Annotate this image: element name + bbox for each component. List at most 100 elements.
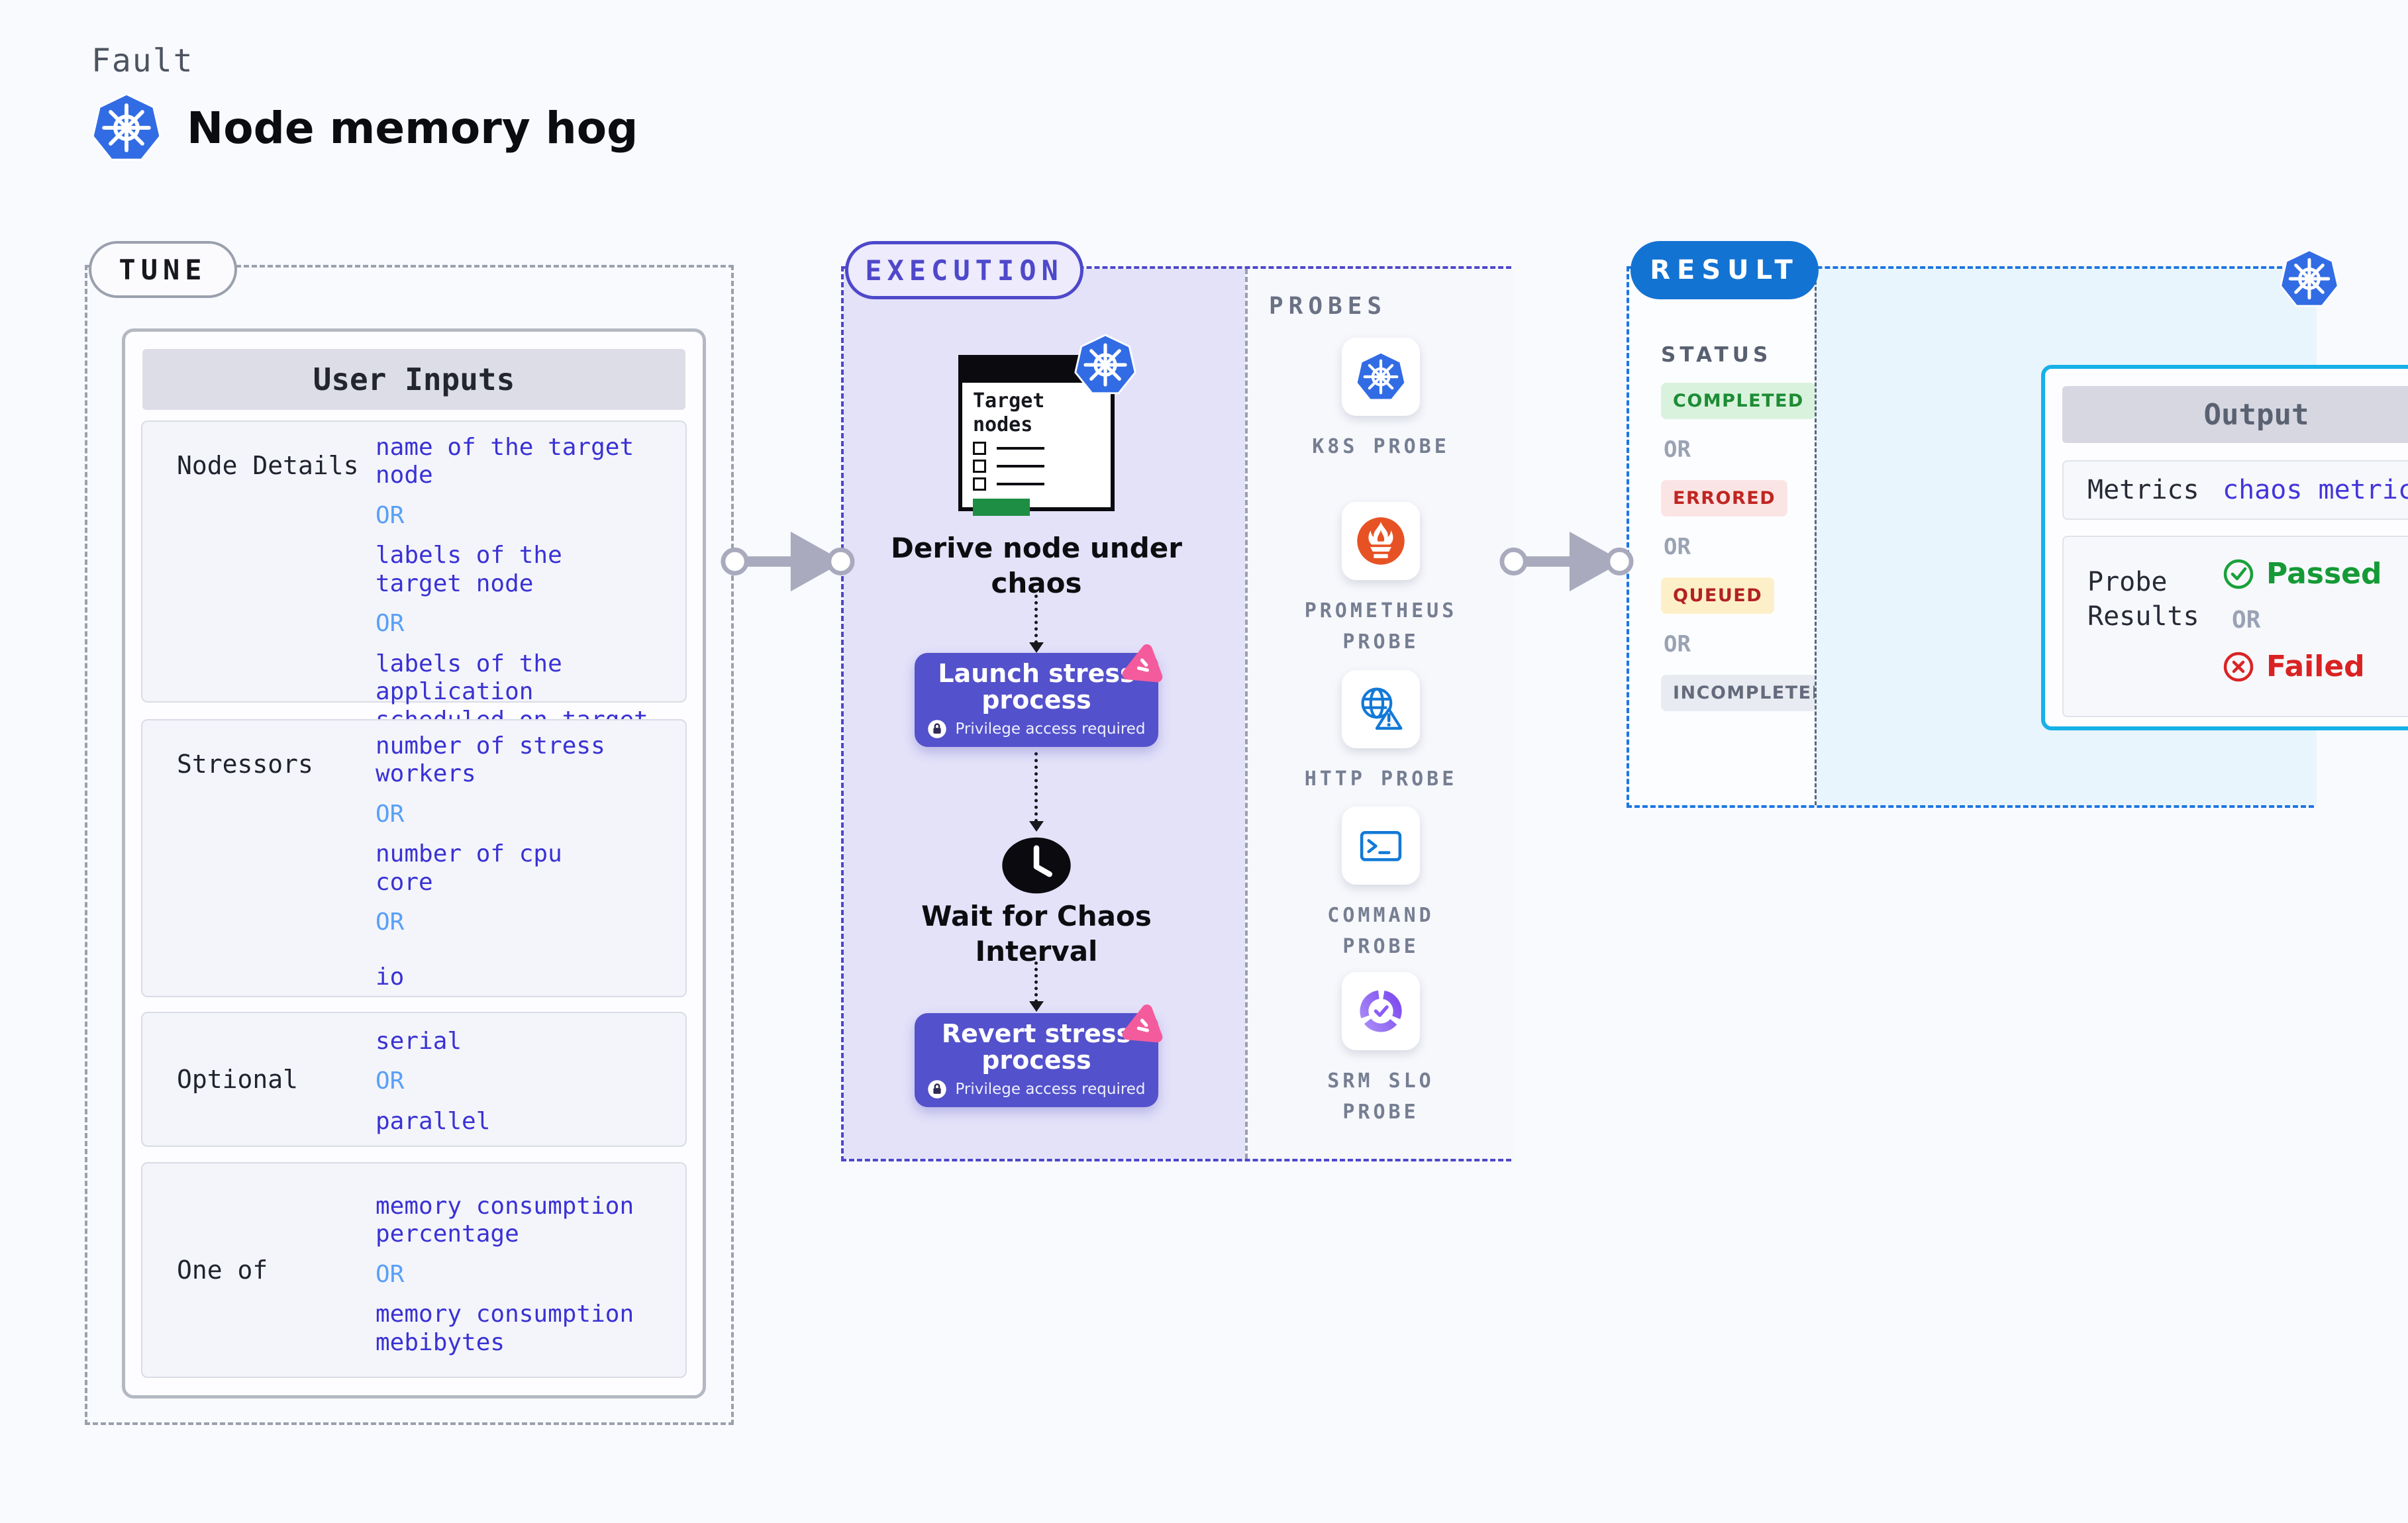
output-card: Output Metrics chaos metrics Probe Resul… <box>2041 365 2408 730</box>
checkbox-icon <box>973 442 986 455</box>
revert-stress-node: Revert stress process Privilege access r… <box>915 1013 1158 1107</box>
execution-flow-panel: Target nodes Derive node under chaos Lau… <box>844 269 1245 1159</box>
probe-srm-slo: SRM SLO PROBE <box>1248 972 1514 1128</box>
launch-title: Launch stress process <box>938 659 1135 714</box>
fault-eyebrow: Fault <box>91 42 194 79</box>
or-separator: OR <box>376 501 405 529</box>
user-inputs-header: User Inputs <box>142 349 685 410</box>
probe-card <box>1342 338 1420 416</box>
probe-prometheus: PROMETHEUS PROBE <box>1248 502 1514 658</box>
row-one-of: One of memory consumption percentage OR … <box>141 1162 687 1378</box>
tune-pill: TUNE <box>89 241 237 298</box>
row-label: Stressors <box>177 750 313 779</box>
privilege-note: Privilege access required <box>927 1079 1146 1099</box>
failed-line: Failed <box>2223 650 2382 683</box>
probes-panel: PROBES K8S PROBE PROMETHEUS PROBE HTTP P… <box>1245 269 1514 1159</box>
target-nodes-title: Target nodes <box>973 389 1045 436</box>
probe-card <box>1342 502 1420 580</box>
row-values: memory consumption percentage OR memory … <box>376 1193 679 1369</box>
node-list-item <box>973 442 1111 455</box>
flow-arrow-execution-to-result <box>1498 522 1634 601</box>
input-option: memory consumption mebibytes <box>376 1301 634 1356</box>
or-separator: OR <box>376 1067 405 1095</box>
privilege-label: Privilege access required <box>955 720 1146 738</box>
kubernetes-icon <box>1074 334 1136 396</box>
lock-icon <box>927 719 947 739</box>
metrics-row: Metrics chaos metrics <box>2062 460 2408 520</box>
kubernetes-icon <box>1356 352 1406 402</box>
probe-k8s: K8S PROBE <box>1248 338 1514 463</box>
result-pill: RESULT <box>1630 241 1819 299</box>
row-stressors: Stressors number of stress workers OR nu… <box>141 719 687 997</box>
status-panel: STATUS COMPLETED OR ERRORED OR QUEUED OR… <box>1629 269 1840 805</box>
node-line <box>997 465 1044 467</box>
flow-connector <box>1029 961 1044 1012</box>
row-optional: Optional serial OR parallel <box>141 1012 687 1147</box>
probe-results-row: Probe Results Passed OR Failed <box>2062 536 2408 717</box>
execution-section: Target nodes Derive node under chaos Lau… <box>841 241 1514 1161</box>
privilege-label: Privilege access required <box>955 1080 1146 1098</box>
row-label: Optional <box>177 1065 299 1094</box>
kubernetes-icon <box>91 93 162 163</box>
or-separator: OR <box>376 909 405 936</box>
row-values: number of stress workers OR number of cp… <box>376 732 679 1003</box>
passed-label: Passed <box>2266 557 2382 591</box>
probe-label: HTTP PROBE <box>1304 767 1458 791</box>
probe-http: HTTP PROBE <box>1248 670 1514 795</box>
or-separator: OR <box>376 610 405 638</box>
probe-card <box>1342 972 1420 1050</box>
status-badge-errored: ERRORED <box>1661 480 1788 516</box>
probe-card <box>1342 807 1420 885</box>
or-separator: OR <box>376 1260 405 1288</box>
output-header: Output <box>2062 386 2408 443</box>
or-separator: OR <box>1664 534 1691 560</box>
probes-title: PROBES <box>1269 293 1387 320</box>
probe-results-values: Passed OR Failed <box>2223 557 2382 683</box>
probe-command: COMMAND PROBE <box>1248 807 1514 962</box>
lock-icon <box>927 1079 947 1099</box>
or-separator: OR <box>1664 436 1691 463</box>
tune-section: TUNE User Inputs Node Details name of th… <box>85 241 734 1425</box>
input-option: io <box>376 963 405 991</box>
revert-title: Revert stress process <box>941 1019 1132 1075</box>
progress-bar <box>973 499 1030 516</box>
status-badge-incompleted: INCOMPLETED <box>1661 675 1840 711</box>
status-list: COMPLETED OR ERRORED OR QUEUED OR INCOMP… <box>1661 383 1840 711</box>
failed-label: Failed <box>2266 650 2365 683</box>
passed-line: Passed <box>2223 557 2382 591</box>
slo-gauge-icon <box>1356 986 1406 1036</box>
input-option: name of the target node <box>376 434 634 489</box>
output-panel: Output Metrics chaos metrics Probe Resul… <box>1815 269 2408 805</box>
probe-label: SRM SLO PROBE <box>1327 1069 1434 1124</box>
http-globe-icon <box>1356 684 1406 734</box>
checkbox-icon <box>973 477 986 491</box>
input-option: labels of the target node <box>376 542 562 597</box>
privilege-note: Privilege access required <box>927 719 1146 739</box>
row-node-details: Node Details name of the target node OR … <box>141 420 687 762</box>
execution-pill: EXECUTION <box>845 241 1083 299</box>
input-option: number of cpu core <box>376 840 562 896</box>
metrics-value: chaos metrics <box>2223 475 2408 505</box>
chaos-badge-icon <box>1116 996 1173 1053</box>
or-separator: OR <box>1664 631 1691 658</box>
derive-step-label: Derive node under chaos <box>891 532 1182 599</box>
terminal-icon <box>1356 820 1406 871</box>
fault-title-row: Node memory hog <box>91 93 638 163</box>
node-line <box>997 447 1044 450</box>
status-badge-queued: QUEUED <box>1661 577 1775 614</box>
target-nodes-card: Target nodes <box>958 355 1115 516</box>
result-section: STATUS COMPLETED OR ERRORED OR QUEUED OR… <box>1627 241 2408 808</box>
status-badge-completed: COMPLETED <box>1661 383 1816 419</box>
node-line <box>997 483 1044 485</box>
flow-arrow-tune-to-execution <box>719 522 856 601</box>
launch-stress-node: Launch stress process Privilege access r… <box>915 653 1158 747</box>
kubernetes-icon <box>2280 249 2339 309</box>
probe-label: K8S PROBE <box>1312 435 1450 458</box>
input-option: serial <box>376 1028 462 1055</box>
row-label: Node Details <box>177 451 359 480</box>
status-title: STATUS <box>1661 343 1772 367</box>
chaos-badge-icon <box>1116 636 1173 693</box>
flow-connector <box>1029 752 1044 832</box>
input-option: memory consumption percentage <box>376 1193 634 1248</box>
node-list-item <box>973 460 1111 473</box>
